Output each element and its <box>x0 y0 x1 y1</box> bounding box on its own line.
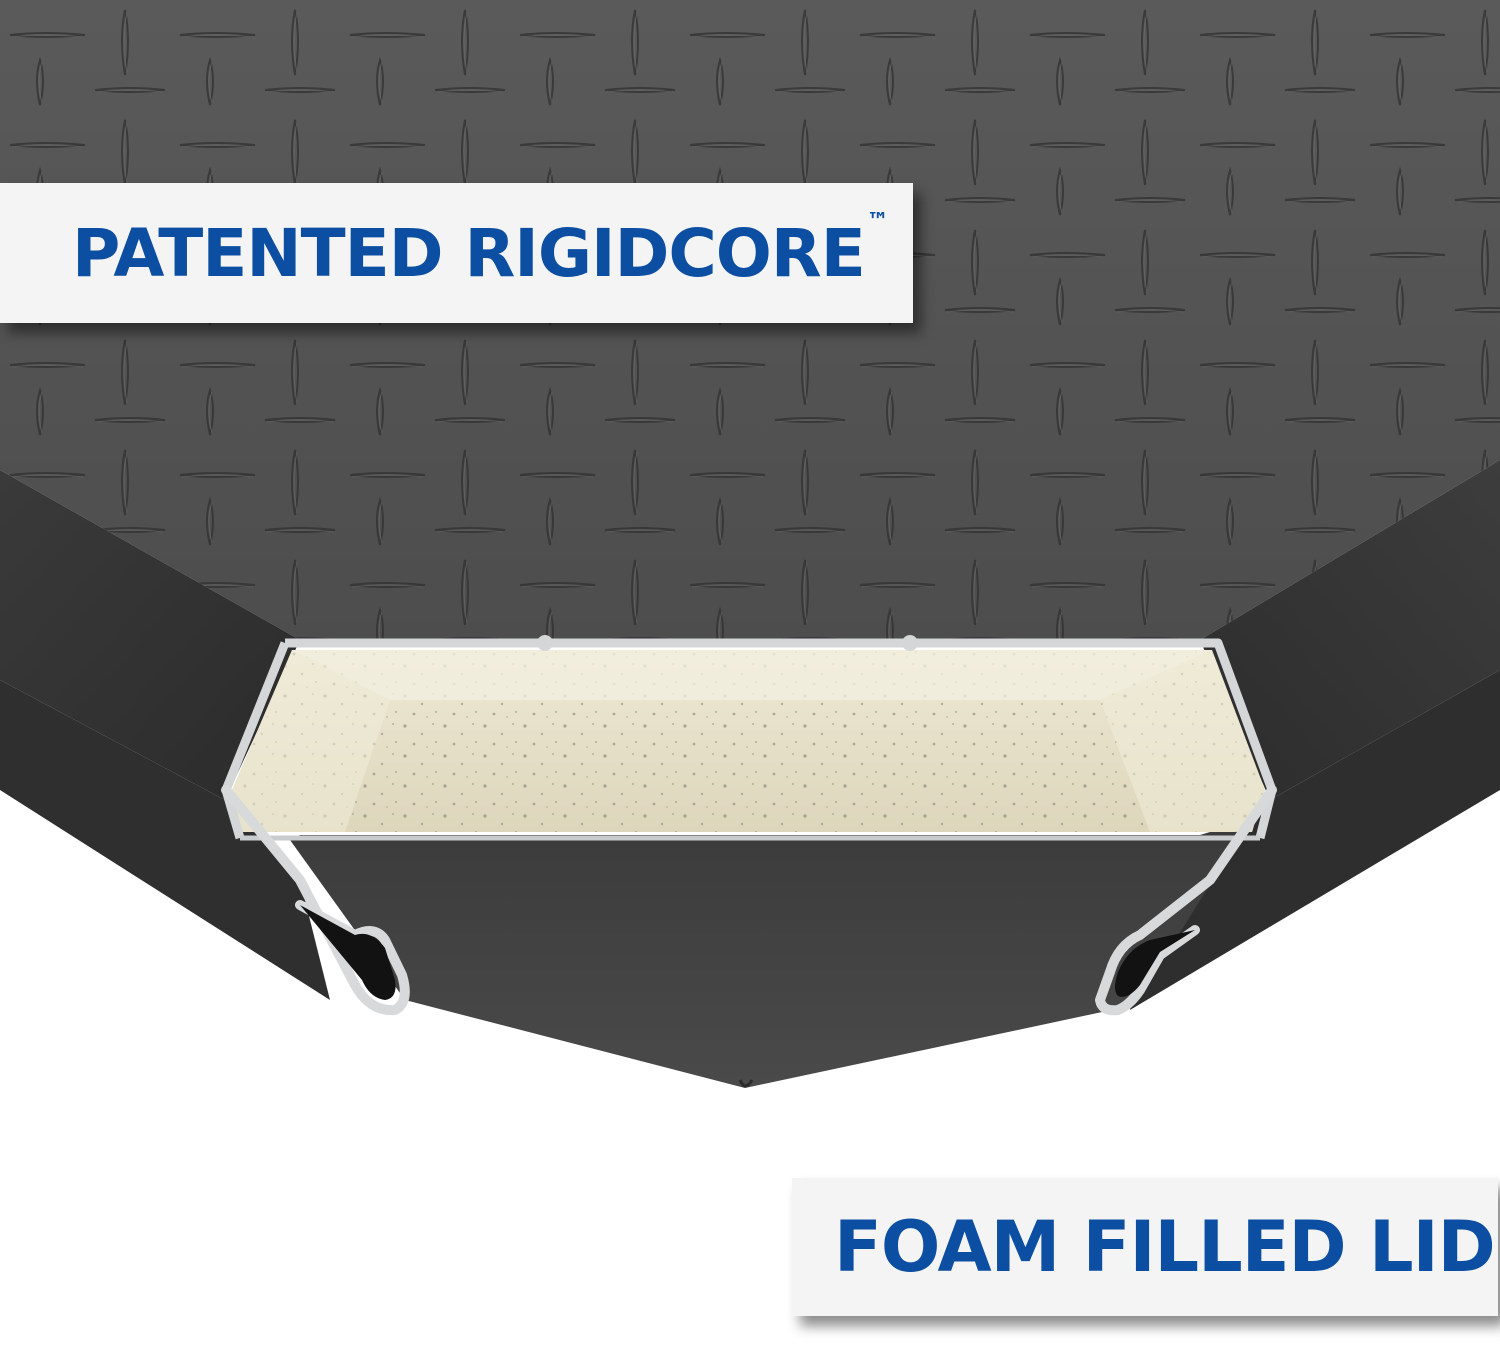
lid-right-side <box>1130 670 1500 1010</box>
frame-top-rail <box>285 638 1277 840</box>
rigidcore-label-text: PATENTED RIGIDCORE <box>72 214 866 292</box>
lid-left-side <box>0 680 330 1000</box>
rigidcore-label-box: PATENTED RIGIDCORE™ <box>0 183 913 323</box>
lid-right-edge <box>1200 460 1500 800</box>
lid-underside <box>290 820 1250 1088</box>
foam-filled-label-box: FOAM FILLED LID <box>792 1178 1498 1316</box>
frame-left-hook <box>221 785 410 1016</box>
rigidcore-label: PATENTED RIGIDCORE™ <box>72 209 889 292</box>
lid-left-edge <box>0 470 300 800</box>
frame-right-hook <box>1095 785 1277 1016</box>
trademark-mark: ™ <box>866 208 889 234</box>
foam-filled-label: FOAM FILLED LID <box>834 1206 1496 1288</box>
